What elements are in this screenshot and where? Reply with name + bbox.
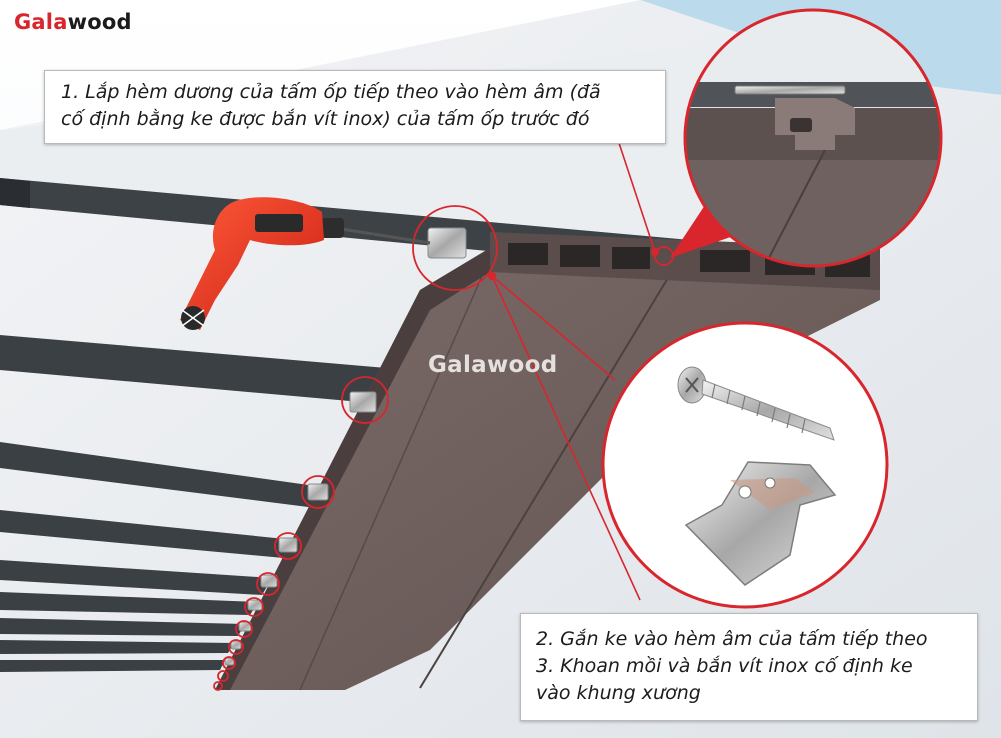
brand-logo: Galawood [14, 10, 132, 34]
step-3-line-1: 3. Khoan mồi và bắn vít inox cố định ke [536, 655, 913, 677]
stainless-screw-icon [677, 366, 835, 441]
step-1-line-1: 1. Lắp hèm dương của tấm ốp tiếp theo và… [61, 81, 601, 103]
step-1-callout: 1. Lắp hèm dương của tấm ốp tiếp theo và… [44, 70, 666, 144]
step-1-line-2: cố định bằng ke được bắn vít inox) của t… [61, 108, 590, 130]
step-2-line: 2. Gắn ke vào hèm âm của tấm tiếp theo [536, 628, 928, 650]
step-3-line-2: vào khung xương [536, 682, 701, 704]
step-2-3-callout: 2. Gắn ke vào hèm âm của tấm tiếp theo 3… [520, 613, 978, 721]
power-drill-icon [180, 197, 431, 330]
joists [0, 335, 410, 672]
metal-clip-icon [684, 461, 837, 586]
panel-watermark: Galawood [428, 352, 558, 378]
